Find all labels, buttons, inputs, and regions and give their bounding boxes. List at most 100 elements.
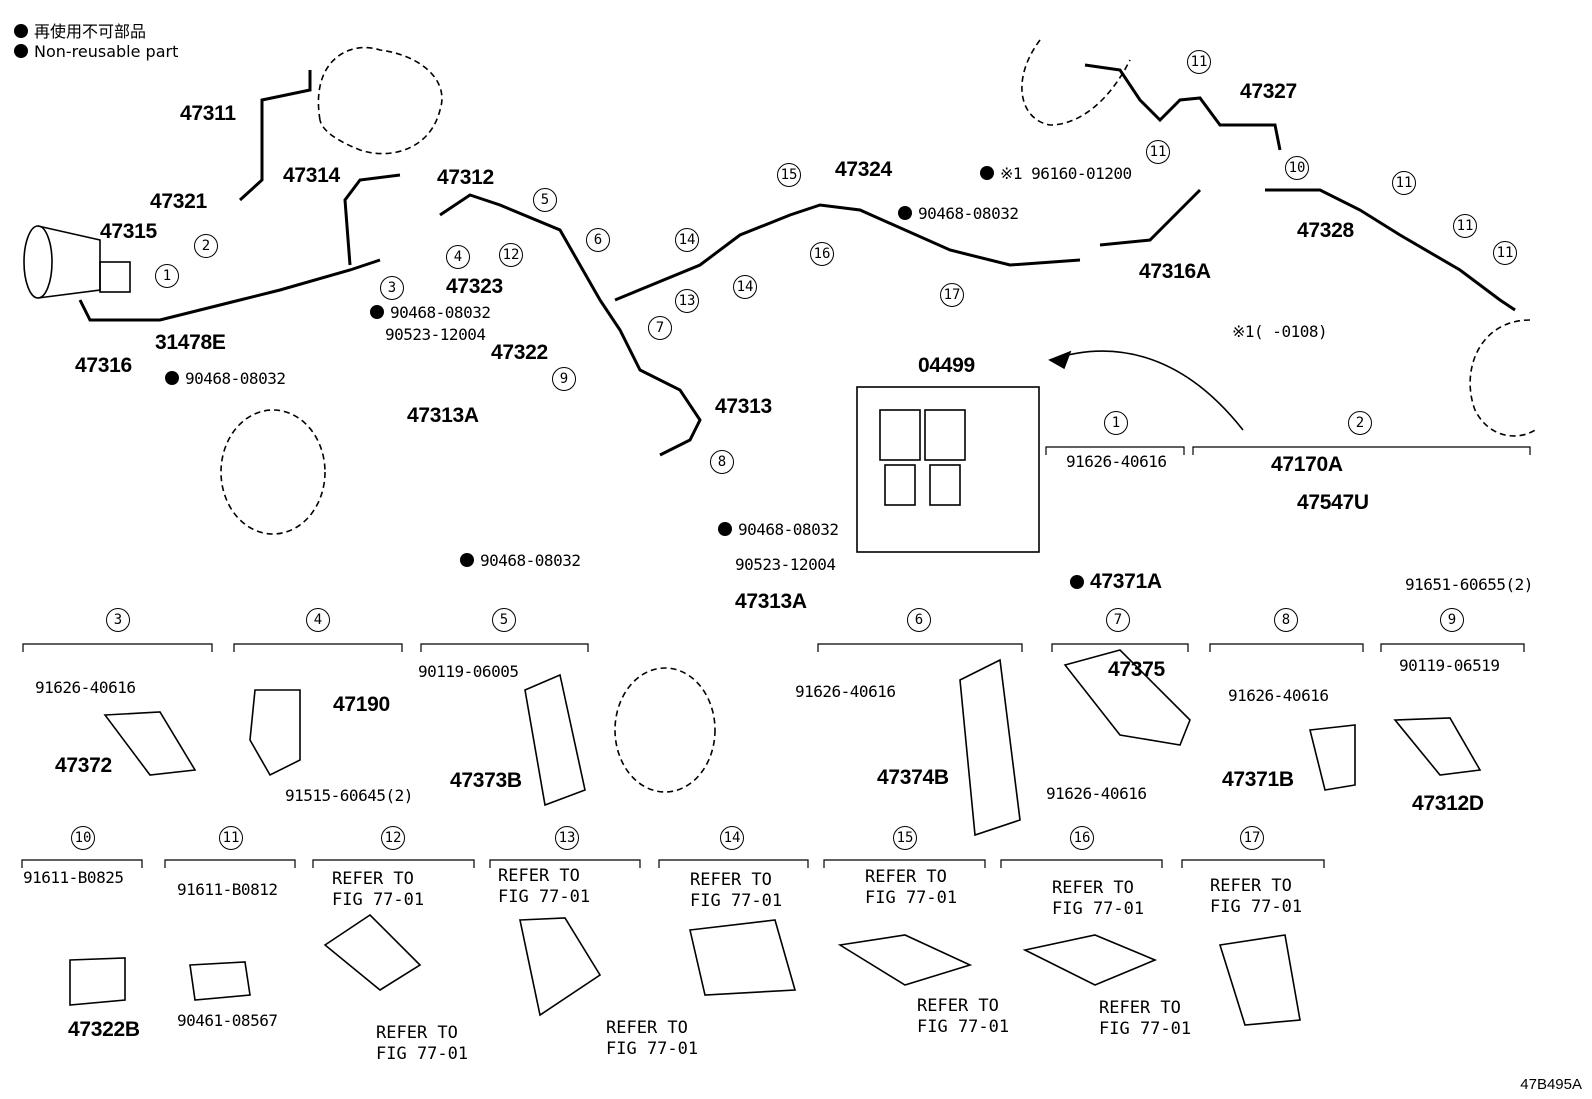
part-label: 47322 [491, 341, 548, 364]
group-header-11: 11 [219, 826, 243, 850]
part-label: 47312D [1412, 792, 1484, 815]
part-label: 91626-40616 [35, 678, 136, 697]
part-label: 47312 [437, 166, 494, 189]
refer-note: REFER TO FIG 77-01 [1099, 998, 1192, 1039]
callout-6: 6 [586, 228, 610, 252]
part-number-text: 90468-08032 [390, 303, 491, 322]
part-label-non-reusable: 47371A [1070, 570, 1162, 593]
group-header-17: 17 [1240, 826, 1264, 850]
part-label: 90119-06519 [1399, 656, 1500, 675]
refer-note: REFER TO FIG 77-01 [917, 996, 1010, 1037]
brake-pipes [78, 63, 1516, 457]
part-label: 47316 [75, 354, 132, 377]
brake-booster-outline [317, 46, 443, 155]
group-header-15: 15 [893, 826, 917, 850]
part-number-text: 90468-08032 [918, 204, 1019, 223]
callout-7: 7 [648, 316, 672, 340]
part-label: 47313A [407, 404, 479, 427]
part-label: 91626-40616 [1066, 452, 1167, 471]
refer-note: REFER TO FIG 77-01 [690, 870, 783, 911]
part-label: 47170A [1271, 453, 1343, 476]
part-label: 91611-B0812 [177, 880, 278, 899]
part-label: 91626-40616 [1046, 784, 1147, 803]
callout-8: 8 [710, 450, 734, 474]
refer-note: REFER TO FIG 77-01 [1210, 876, 1303, 917]
part-label: 47322B [68, 1018, 140, 1041]
group-header-4: 4 [306, 608, 330, 632]
figure-id: 47B495A [1520, 1076, 1582, 1093]
callout-14: 14 [675, 228, 699, 252]
non-reusable-dot-icon [460, 553, 474, 567]
part-label-non-reusable: 90468-08032 [165, 369, 286, 389]
callout-13: 13 [675, 289, 699, 313]
callout-14: 14 [733, 275, 757, 299]
part-label: 90461-08567 [177, 1011, 278, 1030]
part-label: 47313 [715, 395, 772, 418]
non-reusable-dot-icon [898, 206, 912, 220]
non-reusable-dot-icon [980, 166, 994, 180]
part-label: 47372 [55, 754, 112, 777]
kit-detail-box [856, 386, 1040, 553]
part-label: 47311 [180, 102, 236, 125]
part-label: 90119-06005 [418, 662, 519, 681]
footnote: ※1( -0108) [1232, 322, 1328, 341]
callout-12: 12 [499, 243, 523, 267]
part-label: 47323 [446, 275, 503, 298]
group-header-8: 8 [1274, 608, 1298, 632]
callout-11: 11 [1392, 171, 1416, 195]
group-header-9: 9 [1440, 608, 1464, 632]
part-label: 47547U [1297, 491, 1369, 514]
refer-note: REFER TO FIG 77-01 [498, 866, 591, 907]
group-header-16: 16 [1070, 826, 1094, 850]
part-label-non-reusable: 90468-08032 [898, 204, 1019, 224]
part-label: 47374B [877, 766, 949, 789]
legend-jp: 再使用不可部品 [14, 18, 146, 42]
callout-16: 16 [810, 242, 834, 266]
legend-jp-text: 再使用不可部品 [34, 22, 147, 41]
part-label: 47327 [1240, 80, 1297, 103]
callout-11: 11 [1493, 241, 1517, 265]
detail-shapes [69, 649, 1482, 1026]
refer-note: REFER TO FIG 77-01 [376, 1023, 469, 1064]
non-reusable-dot-icon [14, 24, 28, 38]
part-number-text: 90468-08032 [185, 369, 286, 388]
callout-2: 2 [194, 234, 218, 258]
refer-note: REFER TO FIG 77-01 [606, 1018, 699, 1059]
group-header-6: 6 [907, 608, 931, 632]
part-label-non-reusable: 90468-08032 [718, 520, 839, 540]
callout-1: 1 [155, 264, 179, 288]
part-label: 47328 [1297, 219, 1354, 242]
refer-note: REFER TO FIG 77-01 [865, 867, 958, 908]
wheel-outlines [220, 39, 1536, 793]
part-number-text: 47371A [1090, 570, 1162, 593]
callout-4: 4 [446, 245, 470, 269]
part-label: 47190 [333, 693, 390, 716]
callout-5: 5 [533, 188, 557, 212]
group-header-14: 14 [720, 826, 744, 850]
legend-en: Non-reusable part [14, 42, 178, 61]
non-reusable-dot-icon [165, 371, 179, 385]
non-reusable-dot-icon [718, 522, 732, 536]
callout-11: 11 [1146, 140, 1170, 164]
callout-11: 11 [1187, 50, 1211, 74]
group-brackets [21, 446, 1531, 868]
callout-10: 10 [1285, 156, 1309, 180]
group-header-5: 5 [492, 608, 516, 632]
callout-11: 11 [1453, 214, 1477, 238]
part-label: 47321 [150, 190, 207, 213]
callout-9: 9 [552, 367, 576, 391]
non-reusable-dot-icon [370, 305, 384, 319]
part-label: 47315 [100, 220, 157, 243]
non-reusable-dot-icon [14, 44, 28, 58]
part-label: 91611-B0825 [23, 868, 124, 887]
part-label: 47314 [283, 164, 340, 187]
callout-15: 15 [777, 163, 801, 187]
part-label: 04499 [918, 354, 975, 377]
part-label: 47373B [450, 769, 522, 792]
group-header-1: 1 [1104, 411, 1128, 435]
group-header-3: 3 [106, 608, 130, 632]
part-label: 90523-12004 [385, 325, 486, 344]
part-label: 91651-60655(2) [1405, 575, 1533, 594]
part-label: 47313A [735, 590, 807, 613]
